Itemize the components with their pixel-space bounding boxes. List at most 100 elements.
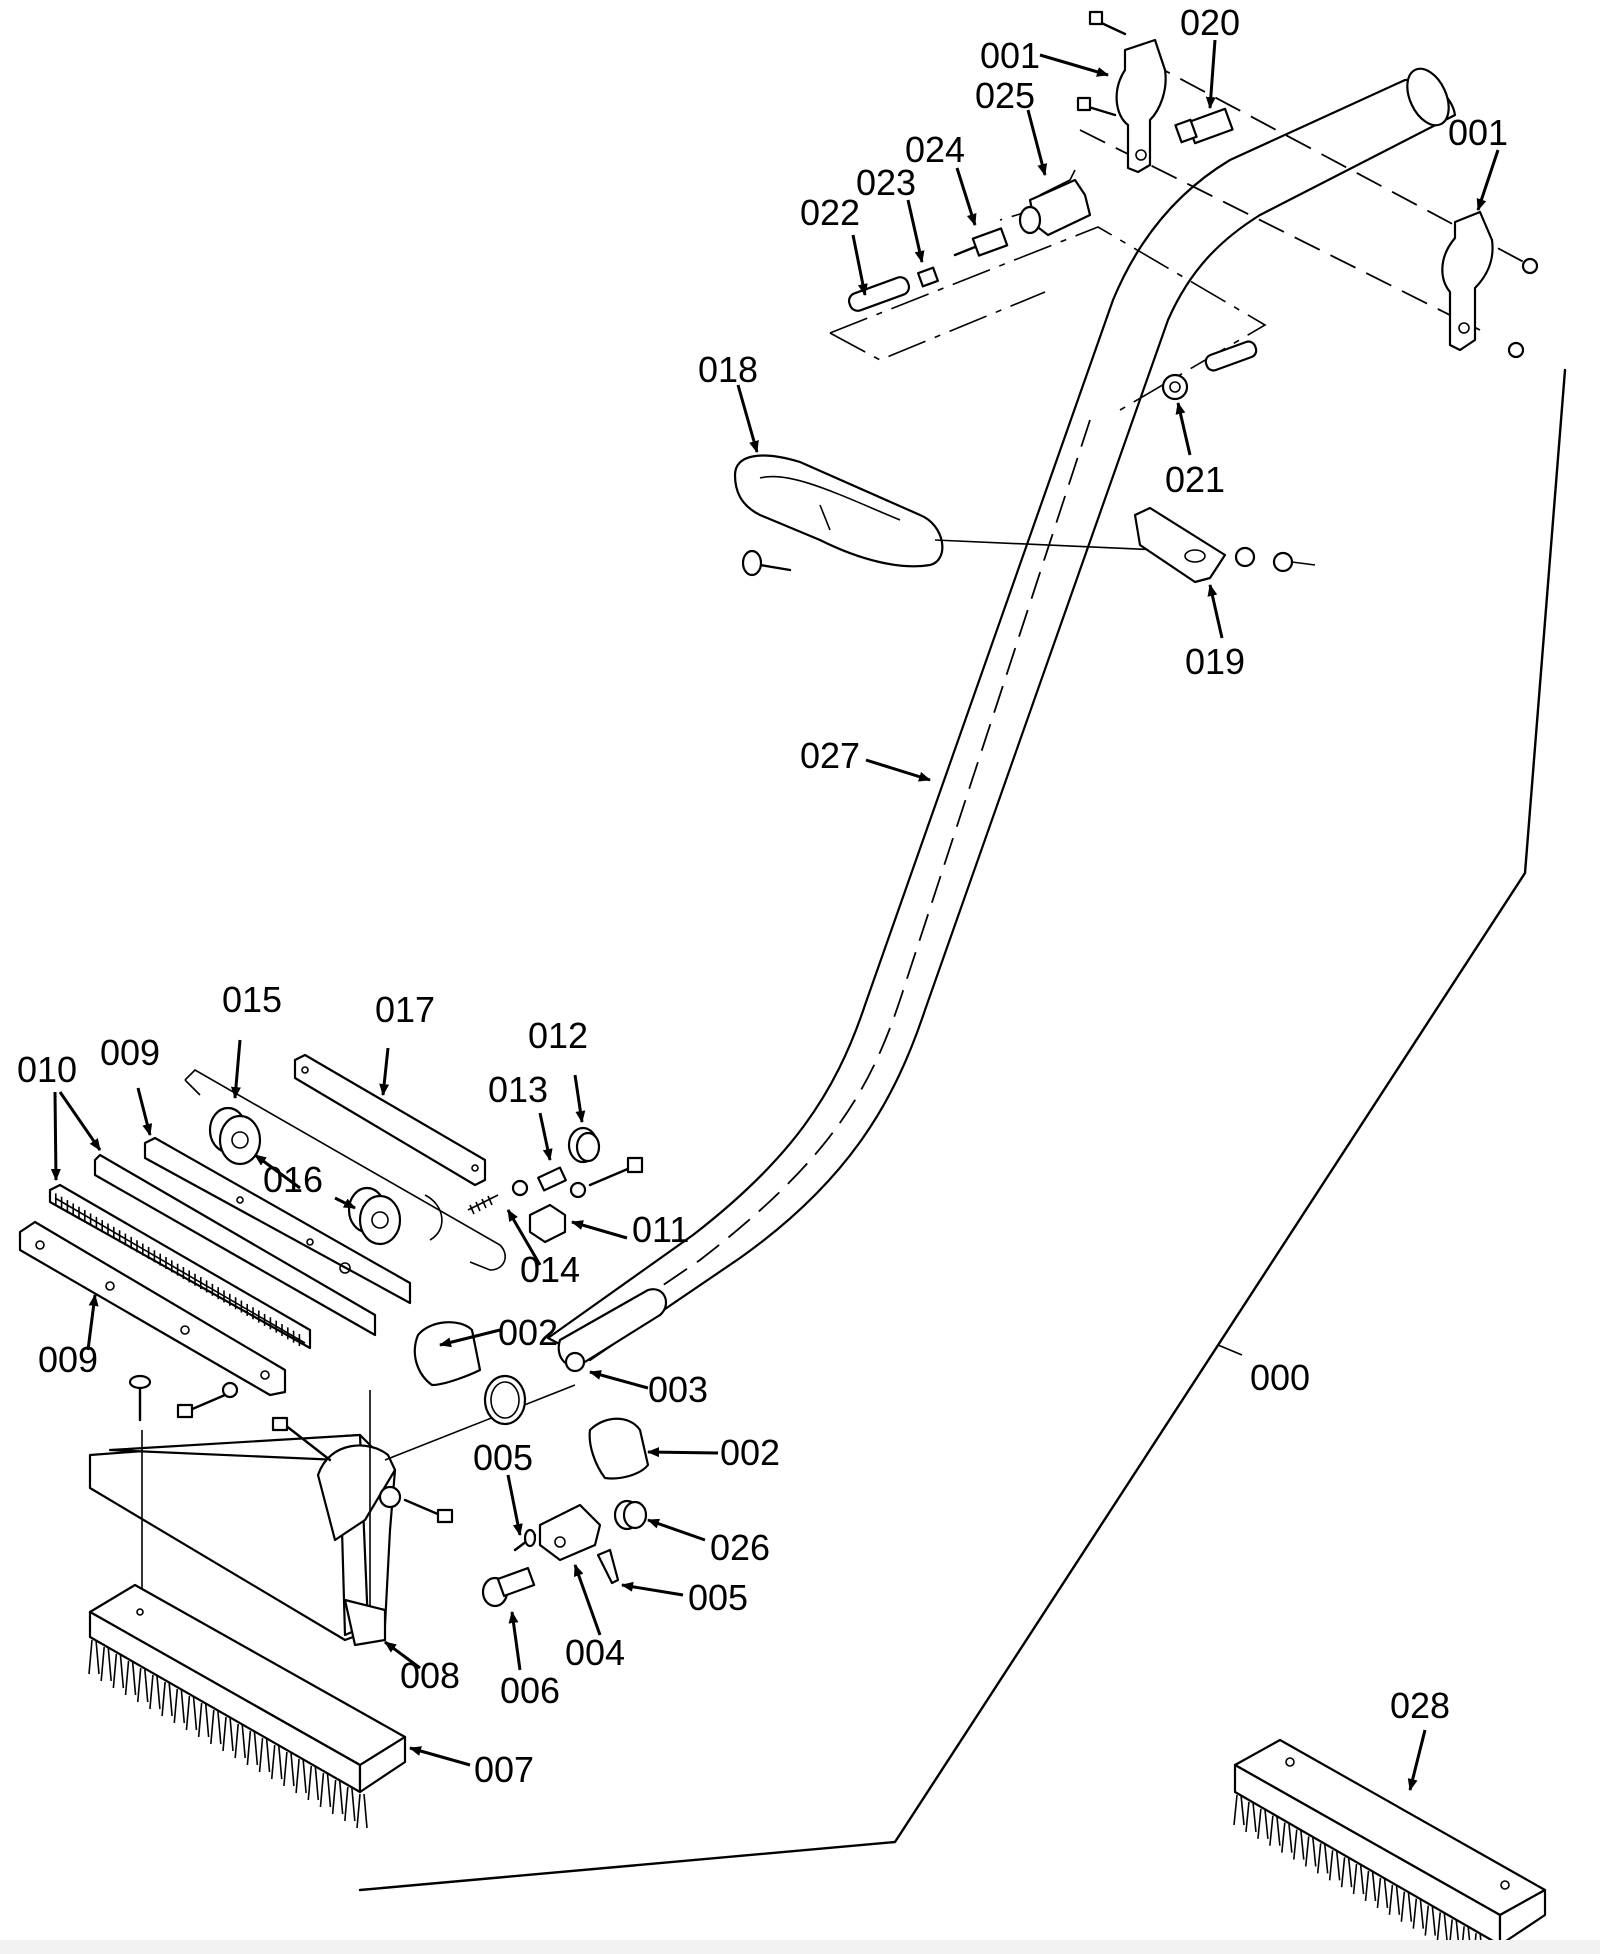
bristle (344, 1786, 349, 1822)
bristle (149, 1674, 154, 1710)
tube-022 (847, 276, 911, 312)
bristle (124, 1660, 130, 1696)
callout-004: 004 (565, 1632, 625, 1673)
bristle (119, 1653, 125, 1689)
blade-009-back (93, 1153, 377, 1337)
bristle (241, 1723, 246, 1759)
callout-labels: 001 020 001 025 024 023 022 018 021 019 … (17, 2, 1508, 1790)
block-011 (528, 1203, 567, 1244)
bristle (246, 1730, 252, 1766)
grommet-021 (1161, 373, 1189, 401)
callout-002-lower: 002 (720, 1432, 780, 1473)
bristle (1431, 1905, 1437, 1936)
bristle (1257, 1808, 1262, 1839)
bristle (1371, 1870, 1377, 1902)
bristle (234, 1723, 239, 1759)
bristle (112, 1653, 118, 1689)
sleeve-right (1204, 340, 1258, 372)
bristle (295, 1758, 300, 1794)
bristle (1240, 1794, 1245, 1826)
callout-005-lower: 005 (688, 1577, 748, 1618)
bristle (258, 1737, 264, 1773)
callout-021: 021 (1165, 459, 1225, 500)
rail-017 (293, 1053, 487, 1187)
bristle (143, 1667, 149, 1703)
callout-002-upper: 002 (498, 1312, 558, 1353)
bristle (204, 1702, 210, 1738)
blade-009-mid (143, 1136, 412, 1305)
callout-022: 022 (800, 192, 860, 233)
bristle (1376, 1877, 1382, 1908)
bristle (1352, 1864, 1358, 1895)
clamp-001-right (1441, 210, 1539, 359)
bolt-housing-right (403, 1498, 454, 1524)
bristle (1288, 1822, 1293, 1853)
nut-023 (916, 266, 940, 288)
callout-027: 027 (800, 735, 860, 776)
bristle (131, 1660, 137, 1696)
bristle (161, 1681, 166, 1717)
pin-005-left (513, 1528, 537, 1552)
bristle (1395, 1884, 1401, 1915)
bristle (270, 1744, 276, 1780)
spring-013 (537, 1166, 567, 1192)
bristle (1383, 1877, 1389, 1908)
bristle (229, 1716, 234, 1752)
pin-005-right (596, 1548, 620, 1585)
bristle (1419, 1898, 1425, 1929)
callout-016: 016 (263, 1159, 323, 1200)
callout-018: 018 (698, 349, 758, 390)
callout-006: 006 (500, 1670, 560, 1711)
callout-024: 024 (905, 129, 965, 170)
bristle (1412, 1898, 1418, 1929)
callout-010: 010 (17, 1049, 77, 1090)
bristle (1264, 1808, 1269, 1839)
bracket-004 (538, 1503, 602, 1562)
bristle (1388, 1884, 1394, 1915)
bristle (180, 1688, 186, 1724)
bristle (1436, 1912, 1442, 1943)
bristle (136, 1667, 142, 1703)
bristle (217, 1709, 222, 1745)
callout-025: 025 (975, 75, 1035, 116)
roller-016-a (208, 1106, 262, 1166)
roller-016-b (347, 1186, 402, 1246)
bristle (1281, 1822, 1286, 1853)
callout-023: 023 (856, 162, 916, 203)
brush-028 (1233, 1738, 1547, 1947)
spring-014 (467, 1194, 499, 1215)
blade-009-front (18, 1220, 287, 1397)
bristle (265, 1737, 271, 1773)
callout-028: 028 (1390, 1685, 1450, 1726)
callout-012: 012 (528, 1015, 588, 1056)
bristle (277, 1744, 283, 1780)
bristle (307, 1765, 313, 1801)
handle-tube-027 (546, 67, 1457, 1362)
bristle (1364, 1870, 1370, 1902)
slot-plate-003 (557, 1288, 668, 1373)
bristle (1407, 1891, 1413, 1922)
bristle (210, 1709, 215, 1745)
callout-008: 008 (400, 1655, 460, 1696)
cap-026 (613, 1499, 648, 1531)
bristle (1269, 1815, 1274, 1846)
callout-005-upper: 005 (473, 1437, 533, 1478)
bristle (1245, 1801, 1250, 1832)
leader-arrows (50, 39, 1500, 1791)
callout-011: 011 (632, 1209, 689, 1250)
callout-009-bottom: 009 (38, 1339, 98, 1380)
bristle (1400, 1891, 1406, 1922)
brush-007-bristles (88, 1639, 368, 1829)
bristle (1328, 1850, 1334, 1881)
callout-009-top: 009 (100, 1032, 160, 1073)
assembly-boundary-000 (358, 368, 1567, 1892)
callout-007: 007 (474, 1749, 534, 1790)
bristle (197, 1702, 203, 1738)
bristle (319, 1772, 325, 1808)
bristle (1276, 1815, 1281, 1846)
bail-015 (184, 1069, 506, 1271)
bristle (173, 1688, 179, 1724)
bristle (168, 1681, 173, 1717)
